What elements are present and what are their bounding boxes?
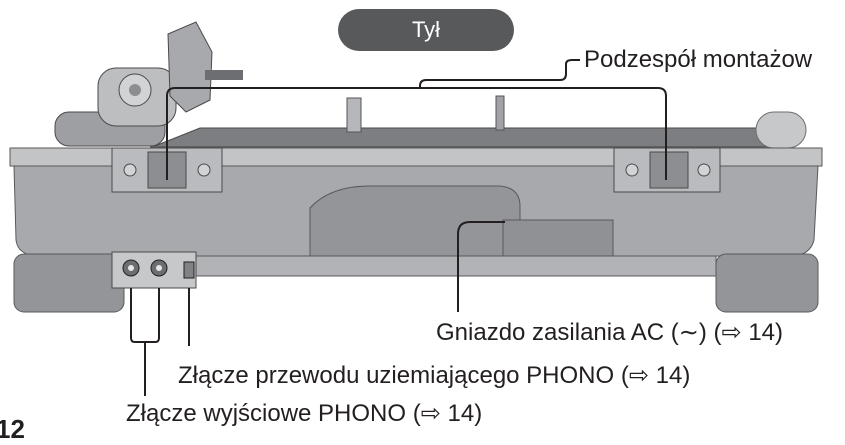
ground-terminal-label: Złącze przewodu uziemiającego PHONO (⇨ 1… [178, 362, 691, 389]
left-foot [13, 253, 125, 313]
body-recess [309, 185, 521, 273]
ground-terminal [183, 261, 195, 279]
headshell [167, 21, 213, 113]
mount-assembly-label-leader [419, 59, 580, 88]
mount-assembly-label: Podzespół montażow [584, 46, 813, 73]
mount-assembly-leader [166, 87, 667, 180]
rear-view-label: Tył [411, 17, 441, 42]
right-foot [715, 253, 819, 313]
ac-inlet-leader [457, 221, 505, 312]
dust-cover-hinge-post [346, 97, 362, 133]
arm-rest [205, 70, 243, 80]
platter-mat [149, 127, 792, 149]
ac-inlet-label: Gniazdo zasilania AC (∼) (⇨ 14) [436, 319, 784, 346]
page-number: 12 [0, 414, 25, 444]
turntable-rear-illustration [9, 21, 823, 396]
turntable-base [119, 255, 717, 277]
phono-output-label: Złącze wyjściowe PHONO (⇨ 14) [126, 400, 483, 427]
rear-view-badge: Tył [338, 9, 514, 51]
spindle-post [495, 95, 505, 131]
right-post [755, 111, 807, 149]
phono-output-bracket [130, 288, 160, 343]
